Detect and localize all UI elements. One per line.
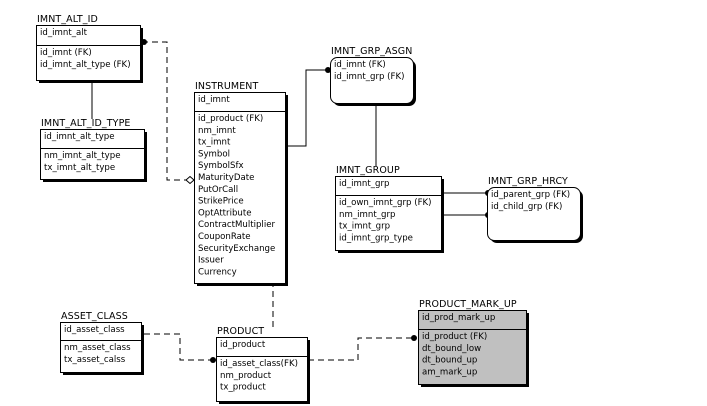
key-attribute: id_imnt_alt_type — [44, 132, 115, 142]
attribute: SymbolSfx — [198, 161, 244, 171]
cardinality-dot — [325, 67, 331, 73]
optional-diamond — [185, 175, 195, 185]
entity-title: IMNT_ALT_ID — [37, 14, 98, 25]
entity-product[interactable]: PRODUCT id_product id_asset_class(FK) nm_pr… — [216, 326, 311, 404]
entity-title: IMNT_ALT_ID_TYPE — [41, 118, 131, 129]
key-attribute: id_parent_grp (FK) — [491, 190, 570, 200]
relationship-line — [286, 69, 327, 147]
entity-box — [194, 92, 286, 284]
entity-asset-class[interactable]: ASSET_CLASS id_asset_class nm_asset_classt… — [60, 311, 145, 375]
entity-title: PRODUCT — [217, 326, 264, 337]
entity-box — [335, 176, 442, 251]
entity-imnt-alt-id[interactable]: IMNT_ALT_ID id_imnt_alt id_imnt (FK) id_imn… — [36, 14, 144, 83]
key-attribute: id_prod_mark_up — [422, 313, 495, 323]
attribute: SecurityExchange — [198, 244, 275, 254]
entity-title: INSTRUMENT — [195, 81, 259, 92]
entity-title: IMNT_GRP_ASGN — [331, 46, 412, 57]
entity-imnt-group[interactable]: IMNT_GROUP id_imnt_grp id_own_imnt_grp (FK… — [335, 165, 445, 253]
attribute: id_asset_class(FK) — [220, 359, 298, 369]
attribute: am_mark_up — [422, 367, 477, 377]
entity-box — [487, 187, 581, 241]
attribute: tx_asset_calss — [64, 355, 126, 365]
attribute: tx_imnt_alt_type — [44, 163, 115, 173]
entity-title: IMNT_GRP_HRCY — [488, 176, 568, 187]
entity-boxes: IMNT_ALT_ID id_imnt_alt id_imnt (FK) id_imn… — [36, 14, 584, 404]
relationship-line — [308, 337, 414, 361]
attribute: dt_bound_up — [422, 356, 477, 366]
relationship-product-to-product-mark-up — [308, 335, 417, 361]
attribute: nm_imnt_grp — [339, 210, 395, 220]
attribute: nm_imnt — [198, 126, 236, 136]
entity-title: IMNT_GROUP — [336, 165, 400, 176]
attribute: id_product (FK) — [198, 114, 263, 124]
cardinality-dot — [210, 357, 216, 363]
attribute: PutOrCall — [198, 185, 238, 195]
entity-title: PRODUCT_MARK_UP — [419, 299, 517, 310]
entity-box — [40, 129, 145, 180]
key-attribute: id_imnt_grp — [339, 179, 389, 189]
relationship-instrument-to-imnt-grp-asgn — [286, 67, 331, 147]
relationship-imnt-group-to-imnt-grp-hrcy — [442, 190, 491, 196]
attribute: id_imnt_alt_type (FK) — [40, 60, 131, 70]
attribute: id_imnt_grp_type — [339, 233, 413, 243]
attribute: CouponRate — [198, 232, 251, 242]
attribute: id_product (FK) — [422, 332, 487, 342]
entity-product-mark-up[interactable]: PRODUCT_MARK_UP id_prod_mark_up id_product… — [418, 299, 530, 387]
entity-title: ASSET_CLASS — [61, 311, 128, 322]
key-attribute: id_child_grp (FK) — [491, 202, 562, 212]
attribute: Currency — [198, 267, 237, 277]
entity-box — [36, 25, 141, 81]
entity-imnt-grp-hrcy[interactable]: IMNT_GRP_HRCY id_parent_grp (FK) id_child_… — [487, 176, 584, 243]
key-attribute: id_imnt — [198, 95, 230, 105]
relationship-asset-class-to-product — [144, 333, 216, 363]
attribute: tx_imnt — [198, 138, 231, 148]
attribute: id_imnt (FK) — [40, 48, 92, 58]
relationship-instrument-to-imnt-alt-id — [141, 39, 195, 185]
key-attribute: id_imnt_grp (FK) — [334, 72, 404, 82]
relationship-imnt-group-to-imnt-grp-hrcy — [442, 212, 491, 218]
attribute: tx_imnt_grp — [339, 222, 390, 232]
entity-instrument[interactable]: INSTRUMENT id_imnt id_product (FK) nm_imntt… — [194, 81, 289, 286]
key-attribute: id_imnt (FK) — [334, 60, 386, 70]
attribute: dt_bound_low — [422, 344, 481, 354]
entity-box — [216, 337, 308, 402]
entity-imnt-grp-asgn[interactable]: IMNT_GRP_ASGN id_imnt (FK) id_imnt_grp (FK… — [330, 46, 417, 106]
attribute: id_own_imnt_grp (FK) — [339, 198, 432, 208]
attribute: StrikePrice — [198, 197, 244, 207]
attribute: nm_product — [220, 371, 272, 381]
relationship-line — [141, 41, 190, 181]
entity-box — [60, 322, 142, 373]
attribute: Issuer — [198, 256, 224, 266]
attribute: ContractMultiplier — [198, 220, 275, 230]
attribute: Symbol — [198, 149, 230, 159]
attribute: OptAttribute — [198, 208, 252, 218]
entity-box — [330, 57, 414, 104]
entity-box — [418, 310, 527, 385]
attribute: nm_asset_class — [64, 343, 131, 353]
entity-imnt-alt-id-type[interactable]: IMNT_ALT_ID_TYPE id_imnt_alt_type nm_imnt_… — [40, 118, 148, 182]
cardinality-dot — [411, 335, 417, 341]
attribute: nm_imnt_alt_type — [44, 151, 121, 161]
key-attribute: id_imnt_alt — [40, 28, 88, 38]
attribute: MaturityDate — [198, 173, 254, 183]
attribute: tx_product — [220, 383, 266, 393]
key-attribute: id_product — [220, 340, 266, 350]
key-attribute: id_asset_class — [64, 325, 125, 335]
relationship-line — [144, 333, 213, 361]
